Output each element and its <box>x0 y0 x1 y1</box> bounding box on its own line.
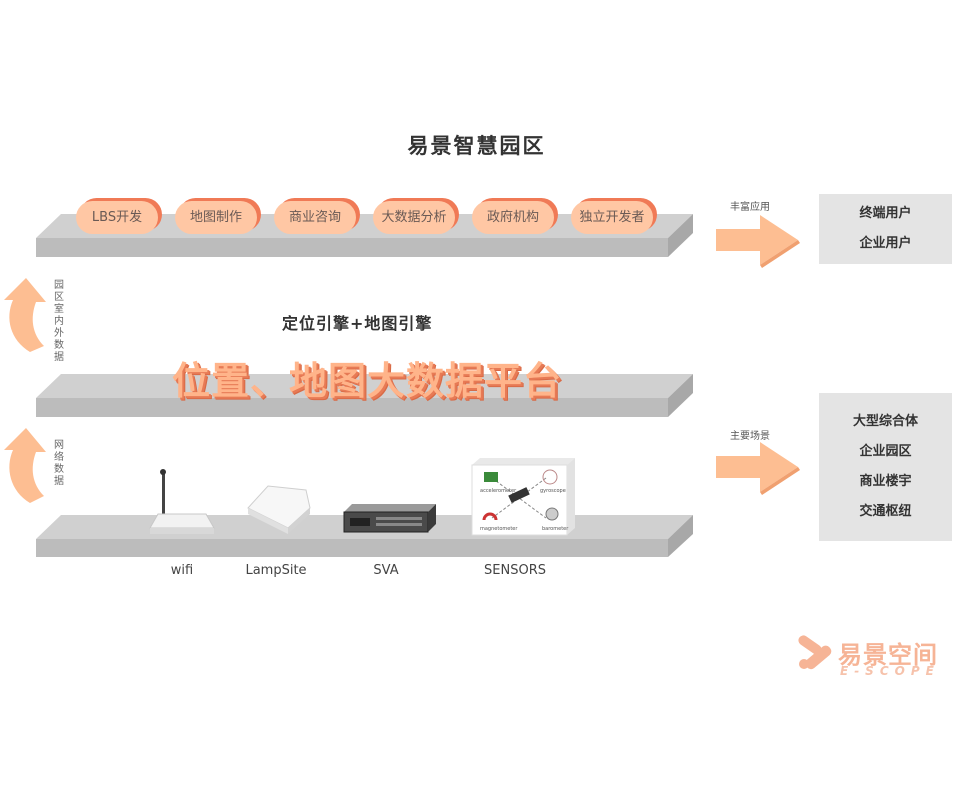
pill-lbs-dev: LBS开发 <box>76 201 158 234</box>
left-arrow-lower <box>4 428 46 503</box>
left-arrow-upper <box>4 278 46 352</box>
scenario-transit: 交通枢纽 <box>859 504 912 519</box>
logo-subtext: E-SCOPE <box>840 664 940 678</box>
device-label-sva: SVA <box>373 563 399 578</box>
arrow-label-upper: 丰富应用 <box>730 202 770 213</box>
sensors-graphic <box>471 458 575 536</box>
right-arrow-lower <box>716 442 800 495</box>
pill-big-data-analysis: 大数据分析 <box>373 201 455 234</box>
sva-graphic <box>343 504 436 533</box>
arrow-label-lower: 主要场景 <box>730 431 770 442</box>
scenario-building: 商业楼宇 <box>859 474 912 489</box>
pill-map-making: 地图制作 <box>175 201 257 234</box>
logo-text: 易景空间 <box>838 641 938 669</box>
sensor-label-accelerometer: accelerometer <box>480 488 517 494</box>
scenario-complex: 大型综合体 <box>852 414 918 429</box>
logo-mark <box>798 635 832 670</box>
platform-middle <box>36 374 693 417</box>
left-label-upper: 园区室内外数据 <box>54 280 64 363</box>
right-box-scenarios: 大型综合体 企业园区 商业楼宇 交通枢纽 <box>819 393 952 541</box>
platform-title: 位置、地图大数据平台 <box>172 359 563 403</box>
page-title: 易景智慧园区 <box>407 134 546 158</box>
lampsite-graphic <box>247 485 311 534</box>
device-label-wifi: wifi <box>170 563 194 578</box>
wifi-router-graphic <box>149 469 215 534</box>
left-label-lower: 网络数据 <box>54 440 64 487</box>
pill-independent-dev: 独立开发者 <box>571 201 653 234</box>
engine-label: 定位引擎+地图引擎 <box>282 314 433 333</box>
device-label-sensors: SENSORS <box>484 563 546 578</box>
scenario-park: 企业园区 <box>859 444 912 459</box>
user-type-terminal: 终端用户 <box>859 206 912 221</box>
device-label-lampsite: LampSite <box>245 563 307 578</box>
sensor-label-magnetometer: magnetometer <box>480 526 518 532</box>
right-arrow-upper <box>716 215 800 268</box>
sensor-label-gyroscope: gyroscope <box>540 488 566 494</box>
right-box-users: 终端用户 企业用户 <box>819 194 952 264</box>
pill-government: 政府机构 <box>472 201 554 234</box>
pill-business-consulting: 商业咨询 <box>274 201 356 234</box>
user-type-enterprise: 企业用户 <box>859 236 912 251</box>
sensor-label-barometer: barometer <box>542 526 569 532</box>
